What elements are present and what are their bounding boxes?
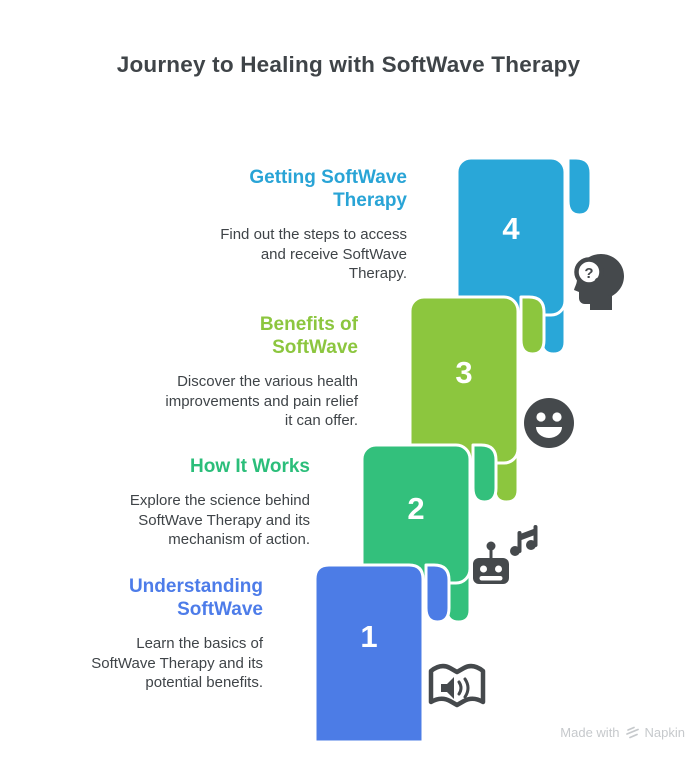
step-1-text-block: Understanding SoftWave Learn the basics … — [71, 575, 263, 693]
step-4-description: Find out the steps to access and receive… — [220, 226, 407, 282]
ribbon-step-1: 1 — [313, 563, 451, 744]
step-3-text-block: Benefits of SoftWave Discover the variou… — [158, 313, 358, 431]
step-2-description: Explore the science behind SoftWave Ther… — [129, 492, 310, 548]
napkin-logo-icon — [625, 726, 639, 739]
ribbon-1-fold-tab — [424, 563, 451, 624]
svg-text:?: ? — [584, 265, 593, 282]
napkin-watermark[interactable]: Made with Napkin — [560, 725, 685, 740]
ribbon-1-panel — [313, 563, 425, 744]
ribbon-step-4: 4 — [455, 156, 593, 356]
step-2-number: 2 — [407, 491, 424, 526]
step-4-heading: Getting SoftWave Therapy — [249, 167, 407, 211]
smiley-face-icon — [524, 398, 574, 448]
ribbon-3-fold-tab — [519, 295, 546, 356]
step-3-heading: Benefits of SoftWave — [259, 314, 358, 358]
step-1-heading: Understanding SoftWave — [128, 576, 263, 620]
head-question-search-icon: ? — [574, 254, 624, 310]
audiobook-icon — [428, 663, 486, 708]
watermark-brand: Napkin — [644, 725, 685, 740]
robot-music-icon — [473, 525, 538, 584]
step-3-number: 3 — [455, 355, 472, 390]
ribbon-4-fold-tab — [566, 156, 593, 217]
ribbon-step-2: 2 — [360, 443, 498, 624]
step-2-text-block: How It Works Explore the science behind … — [110, 455, 310, 550]
step-2-heading: How It Works — [190, 456, 310, 477]
step-1-description: Learn the basics of SoftWave Therapy and… — [91, 635, 263, 691]
step-1-number: 1 — [360, 619, 377, 654]
step-4-number: 4 — [502, 211, 520, 246]
page-title: Journey to Healing with SoftWave Therapy — [116, 52, 581, 77]
step-4-text-block: Getting SoftWave Therapy Find out the st… — [207, 166, 407, 284]
watermark-prefix: Made with — [560, 725, 620, 740]
step-3-description: Discover the various health improvements… — [165, 373, 358, 429]
ribbon-2-fold-tab — [471, 443, 498, 504]
